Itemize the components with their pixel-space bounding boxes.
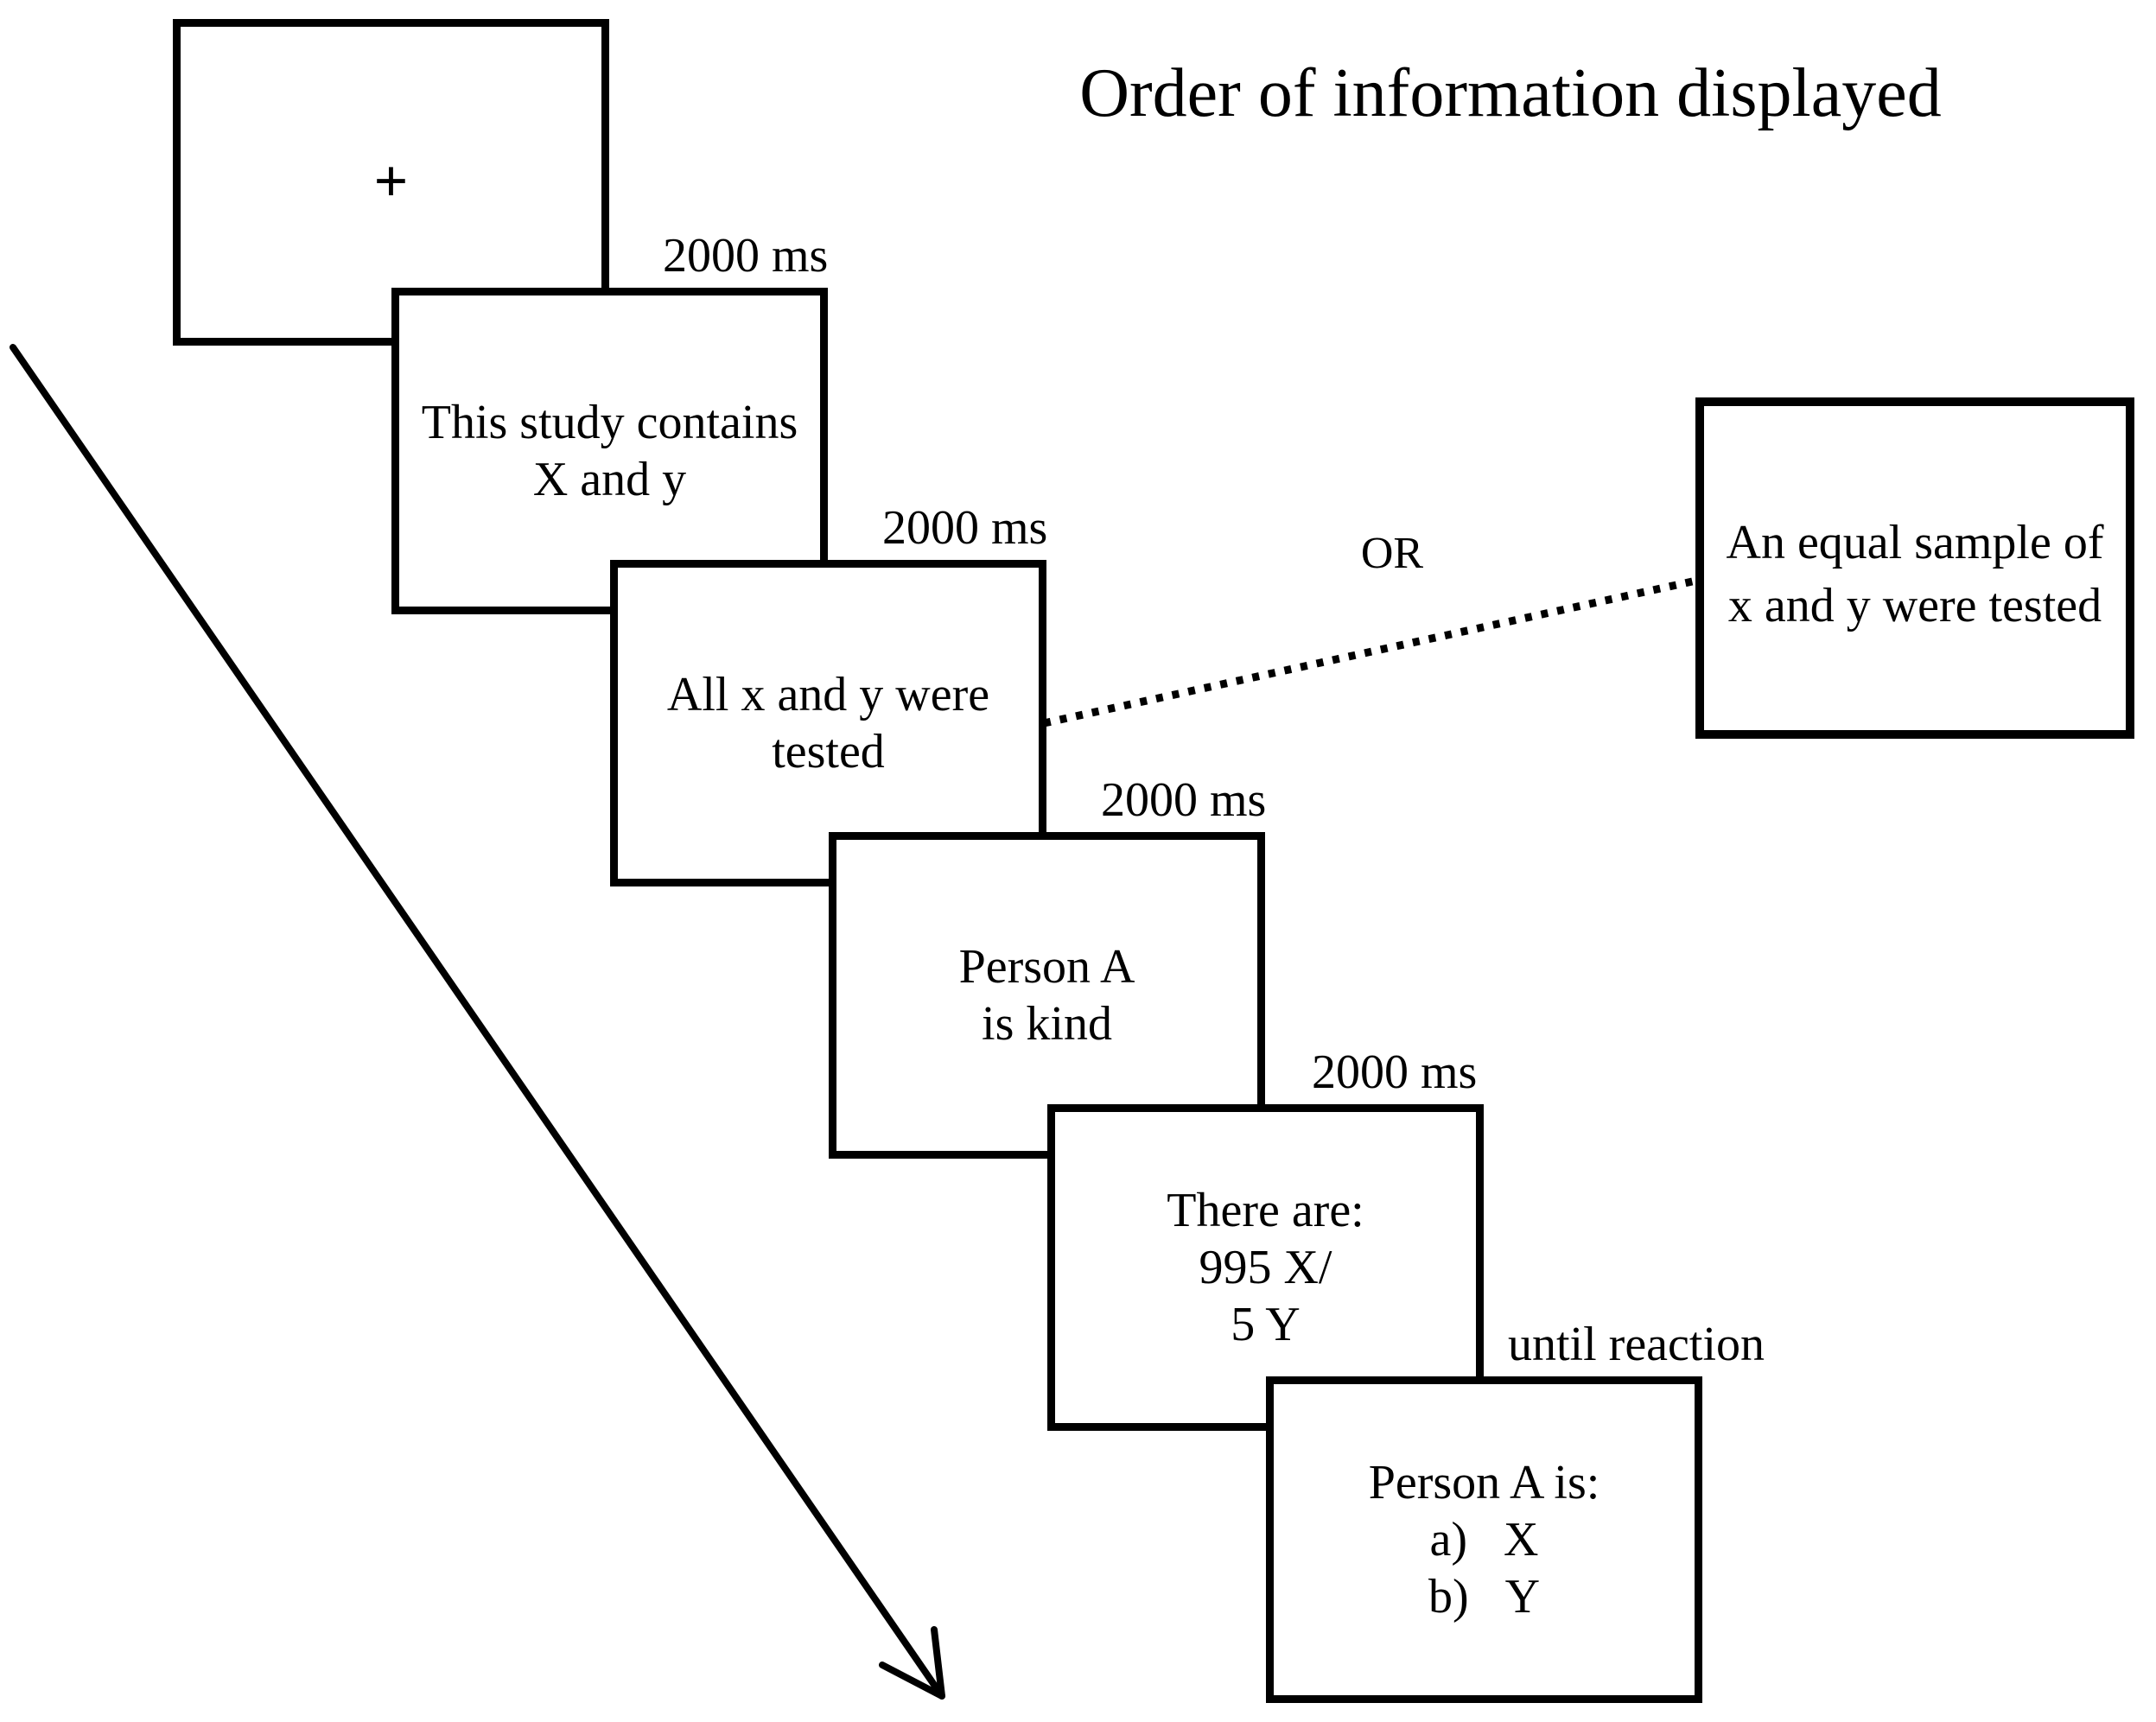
fixation-cross: + <box>373 149 409 215</box>
frame-base-rates-text: There are: 995 X/ 5 Y <box>1167 1183 1364 1352</box>
frame-sample-tested-text: All x and y were tested <box>666 667 990 778</box>
duration-label-fixation: 2000 ms <box>663 229 829 283</box>
diagram-title: Order of information displayed <box>1079 55 1942 131</box>
timeline-arrow-shaft <box>10 344 945 1700</box>
frame-base-rates: There are: 995 X/ 5 Y <box>1047 1104 1484 1431</box>
frame-choice: Person A is: a) X b) Y <box>1266 1376 1702 1703</box>
duration-label-study-contents: 2000 ms <box>882 501 1048 555</box>
frame-study-contents-text: This study contains X and y <box>421 395 798 506</box>
timeline-arrowhead-icon <box>879 1626 945 1700</box>
duration-label-base-rates: until reaction <box>1508 1318 1765 1371</box>
frame-alternative-sample-text: An equal sample of x and y were tested <box>1726 515 2104 632</box>
duration-label-sample-tested: 2000 ms <box>1101 773 1267 827</box>
frame-choice-text: Person A is: a) X b) Y <box>1368 1455 1600 1624</box>
or-dotted-connector-line <box>1043 576 1697 728</box>
or-connector-label: OR <box>1360 529 1424 578</box>
frame-trait-text: Person A is kind <box>958 939 1135 1051</box>
duration-label-trait: 2000 ms <box>1312 1045 1478 1099</box>
frame-alternative-sample: An equal sample of x and y were tested <box>1695 397 2134 739</box>
